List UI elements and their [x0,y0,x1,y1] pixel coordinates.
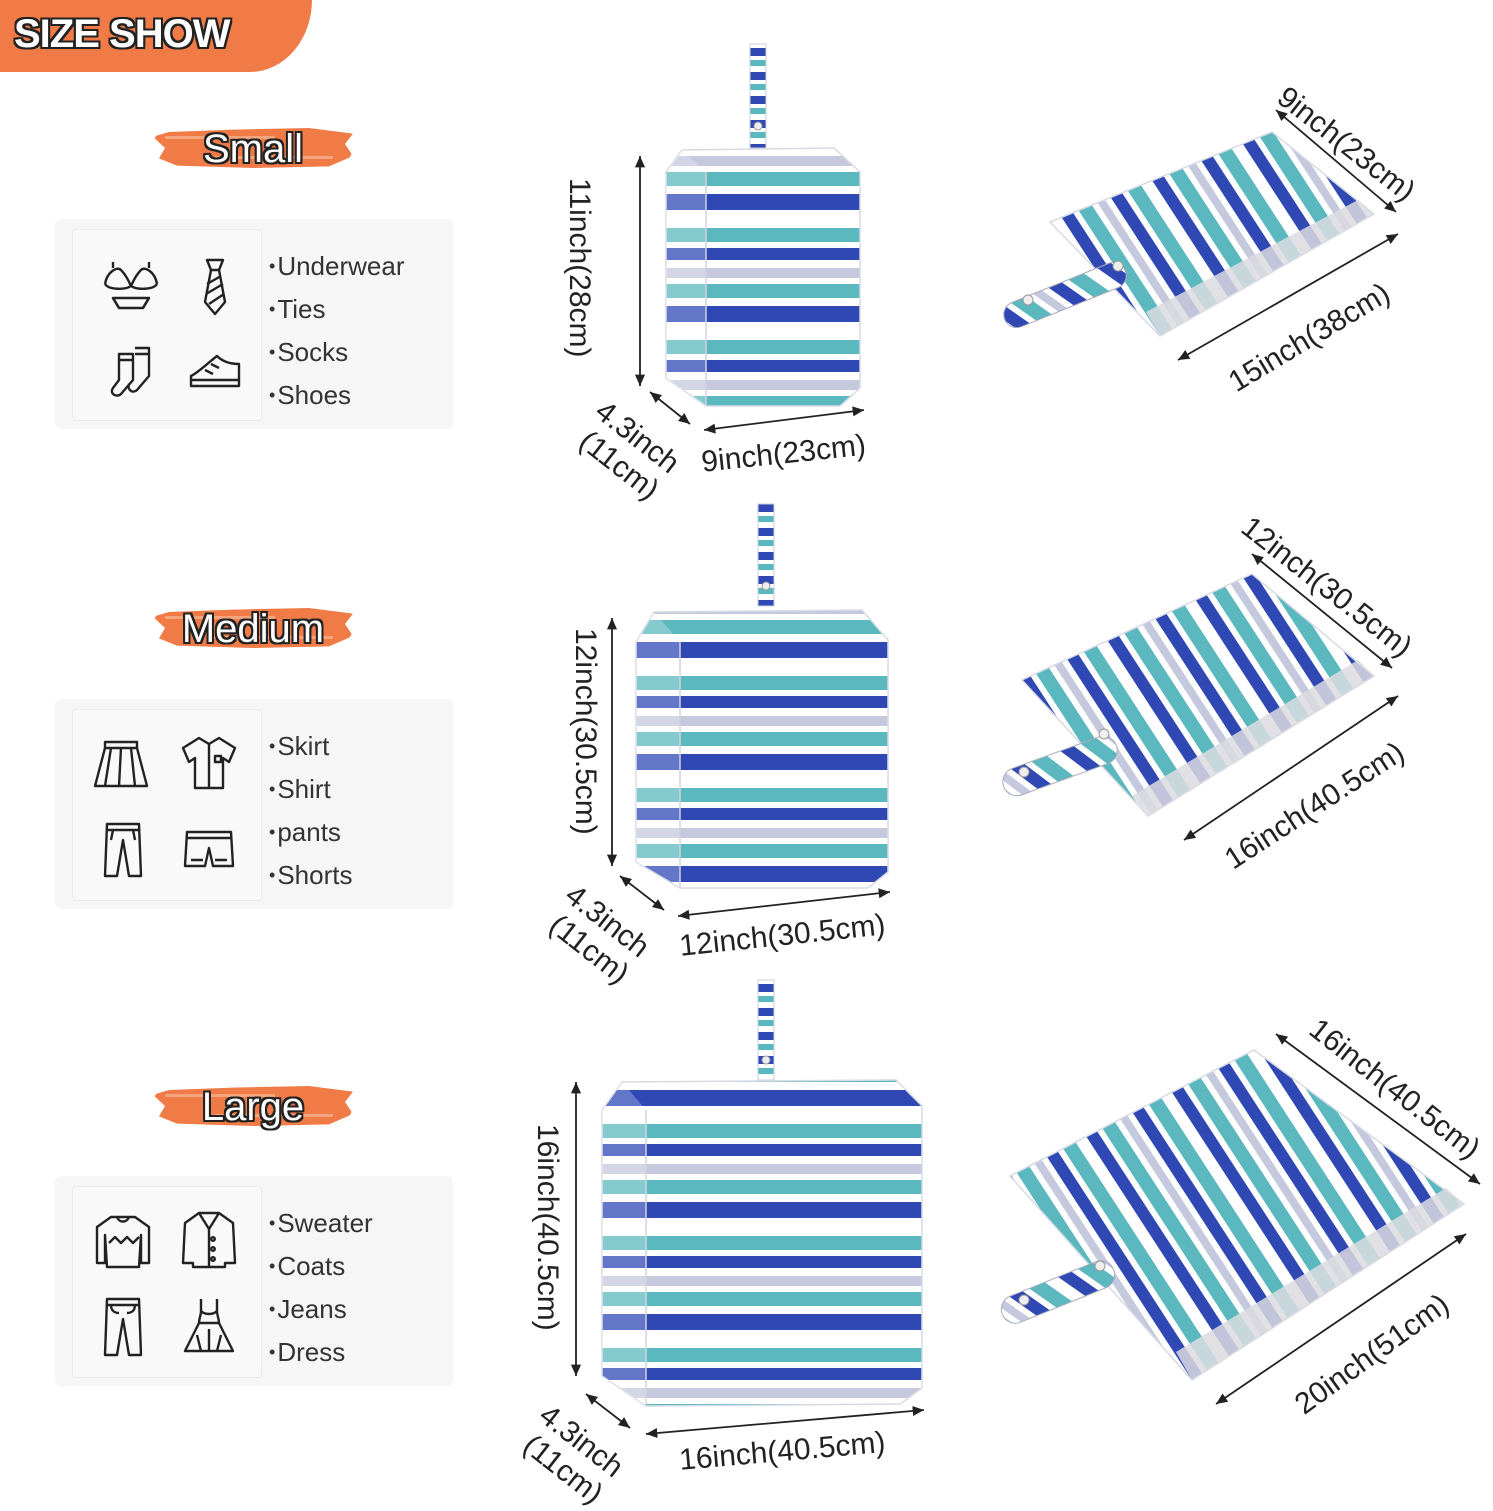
icon-grid [72,1186,262,1378]
medium-standing-bag [635,503,889,889]
list-item: Shirt [269,768,352,811]
small-flat-dimension-lines [1177,109,1399,361]
large-height-label: 16inch(40.5cm) [531,1124,564,1331]
tie-icon [183,254,247,318]
list-item: pants [269,811,352,854]
small-height-label: 11inch(28cm) [563,178,596,358]
large-bag-dimension-lines [570,1082,925,1439]
small-bag-dimension-lines [634,156,865,434]
list-item: Shorts [269,854,352,897]
large-standing-bag [601,979,923,1407]
medium-flat-dimension-lines [1183,553,1399,841]
skirt-icon [89,732,153,796]
size-label-small: Small [153,122,353,176]
size-title: Small [202,127,304,171]
small-standing-bag [665,43,861,407]
medium-height-label: 12inch(30.5cm) [569,628,602,835]
bra-icon [99,254,163,318]
brush-stroke [153,1086,353,1126]
list-item: Dress [269,1331,373,1374]
dress-icon [177,1295,241,1359]
jeans-icon [91,1295,155,1359]
small-items-panel: Underwear Ties Socks Shoes [55,219,453,429]
medium-flat-bag [1002,573,1376,817]
size-title: Large [201,1085,305,1129]
brush-stroke [153,128,353,168]
banner-title: SIZE SHOW [14,12,230,56]
sweater-icon [91,1209,155,1273]
icon-grid [72,709,262,901]
list-item: Socks [269,331,404,374]
shoe-icon [183,340,247,404]
small-flat-bag [1003,131,1376,337]
list-item: Jeans [269,1288,373,1331]
list-item: Ties [269,288,404,331]
size-title: Medium [181,607,325,651]
list-item: Shoes [269,374,404,417]
pants-icon [91,818,155,882]
list-item: Underwear [269,245,404,288]
large-flat-dimension-lines [1215,1033,1481,1405]
item-list: Underwear Ties Socks Shoes [269,245,404,417]
size-show-banner: SIZE SHOW [0,0,312,72]
item-list: Sweater Coats Jeans Dress [269,1202,373,1374]
large-items-panel: Sweater Coats Jeans Dress [55,1176,453,1386]
medium-items-panel: Skirt Shirt pants Shorts [55,699,453,909]
list-item: Skirt [269,725,352,768]
icon-grid [72,229,262,421]
list-item: Coats [269,1245,373,1288]
size-label-medium: Medium [153,602,353,656]
list-item: Sweater [269,1202,372,1245]
brush-stroke [153,608,353,648]
size-label-large: Large [153,1080,353,1134]
shorts-icon [177,818,241,882]
shirt-icon [177,730,241,794]
item-list: Skirt Shirt pants Shorts [269,725,352,897]
medium-bag-dimension-lines [606,618,891,920]
coat-icon [177,1207,241,1271]
socks-icon [99,340,163,404]
